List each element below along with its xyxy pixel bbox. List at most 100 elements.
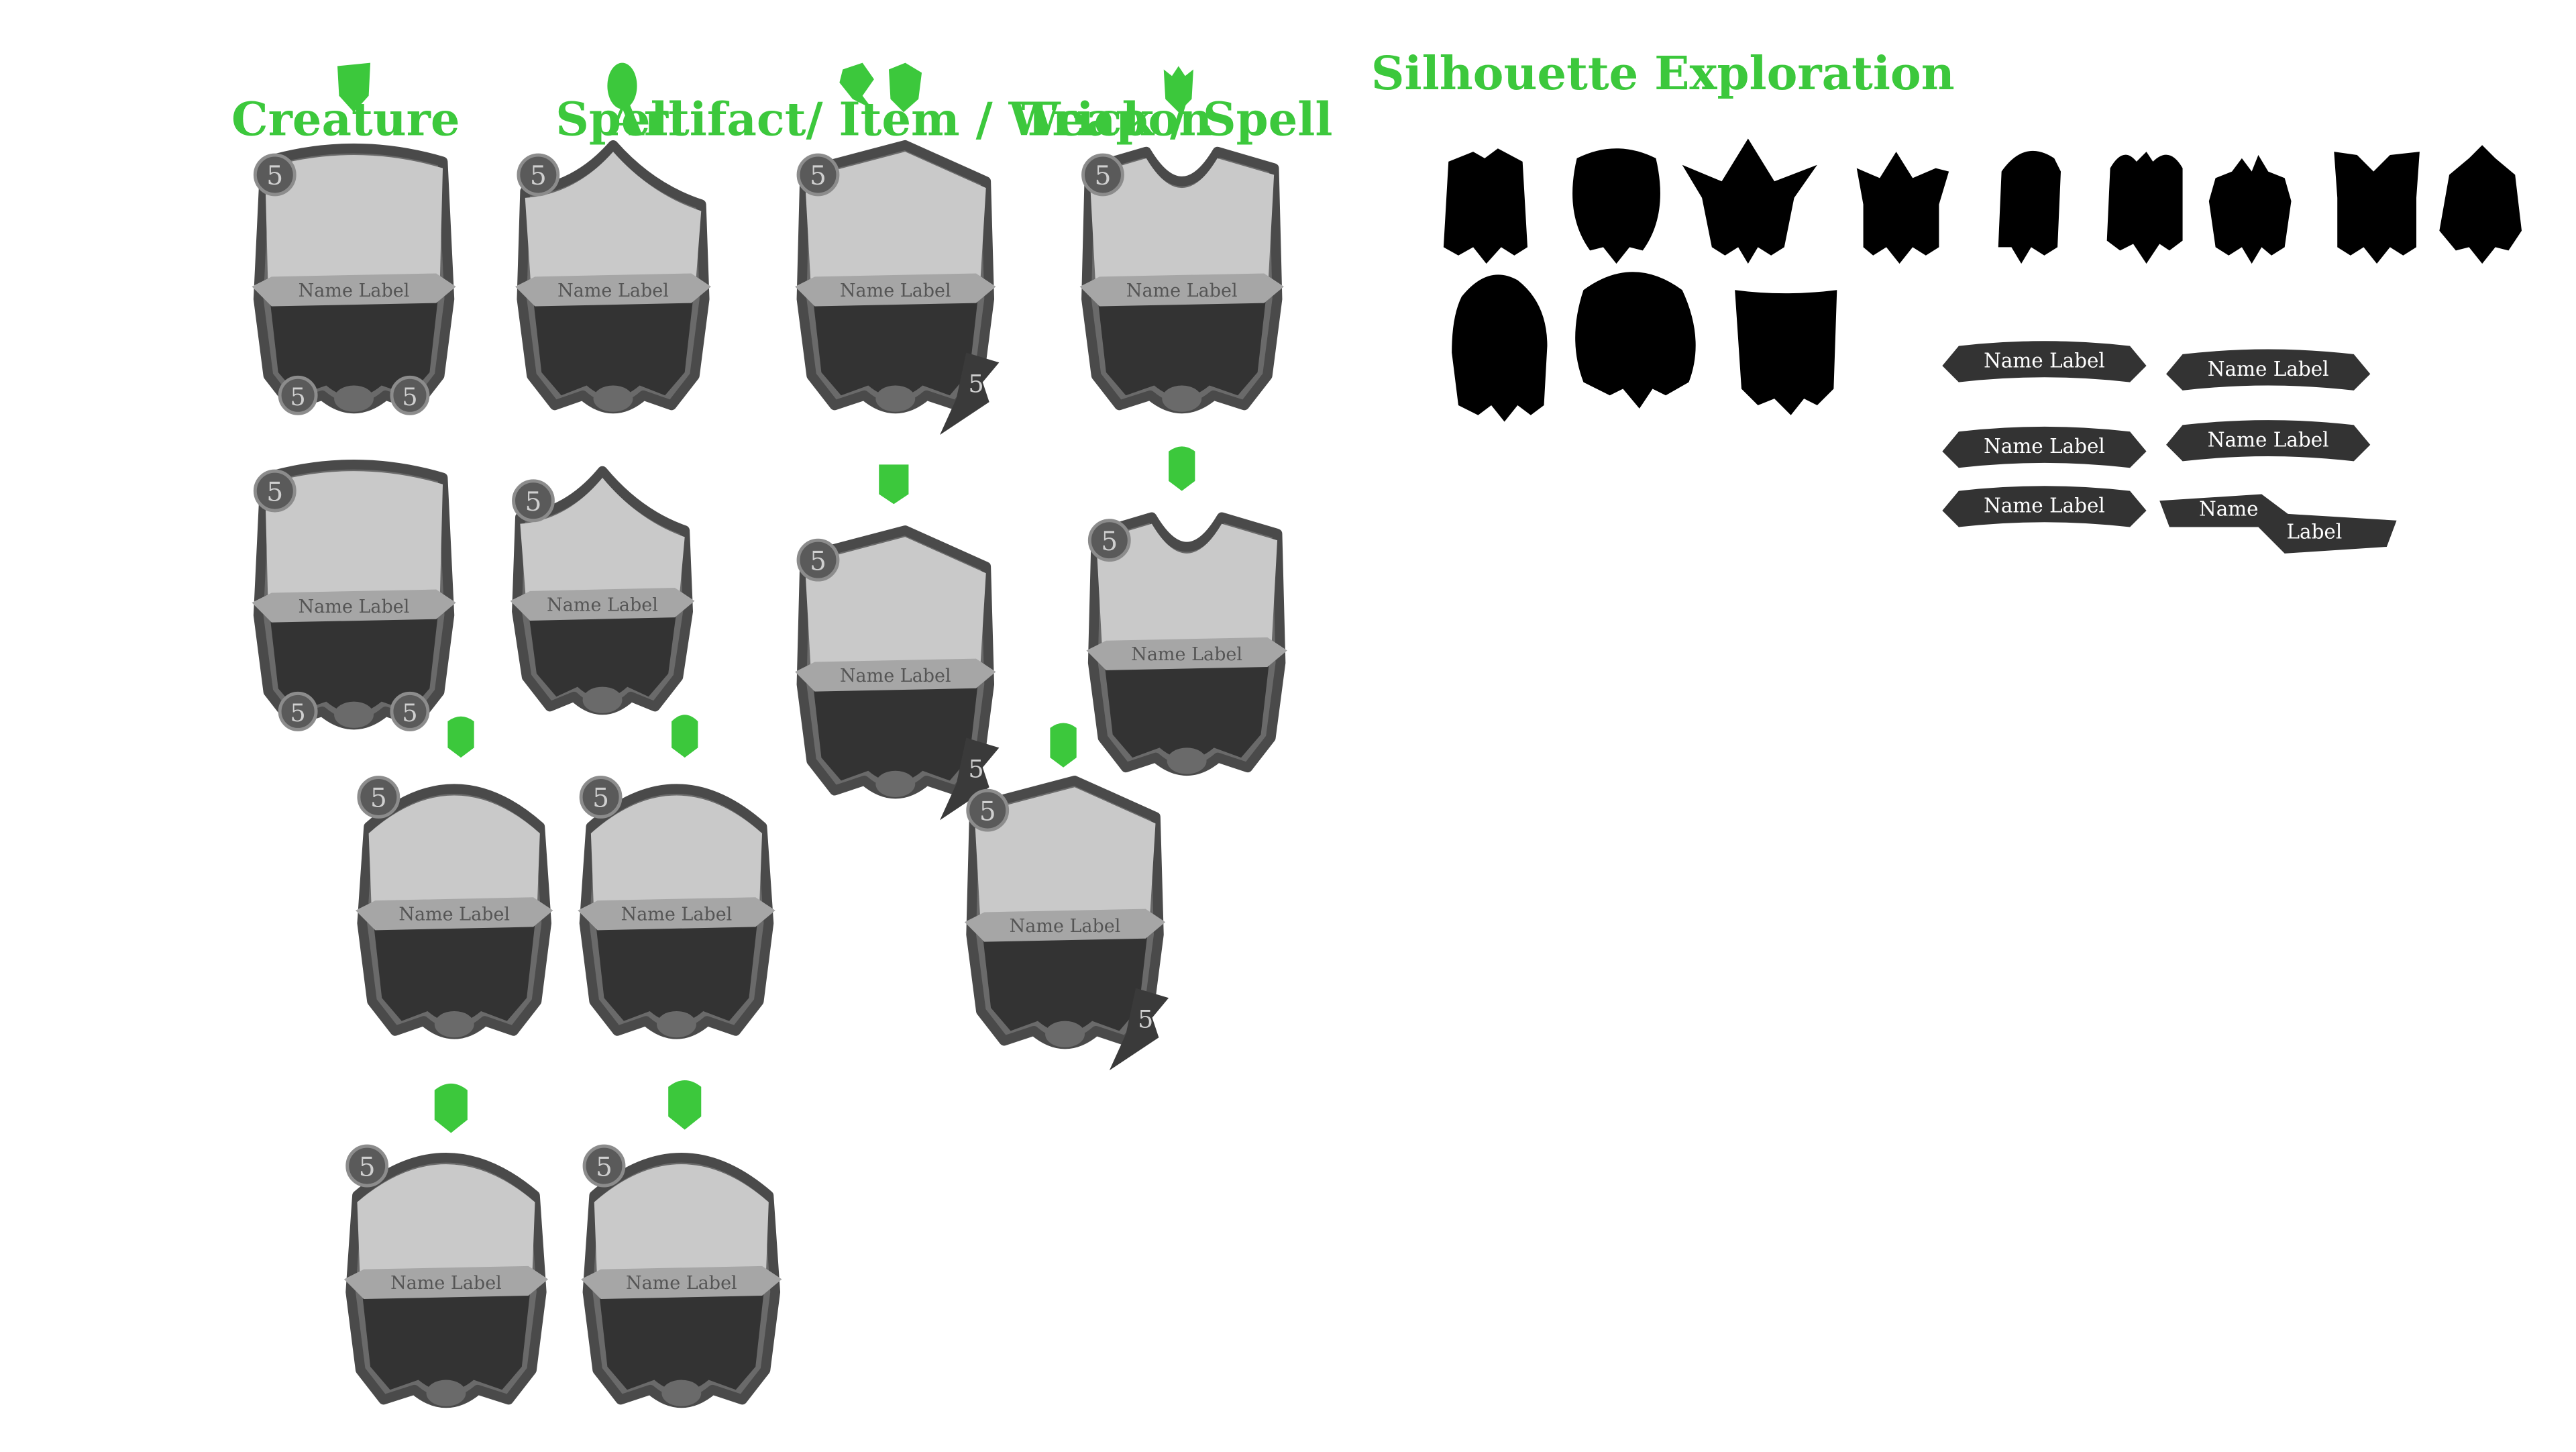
banner-label: Name Label xyxy=(1984,350,2105,372)
card-body xyxy=(597,1278,765,1392)
cost-value: 5 xyxy=(530,161,547,191)
silhouette-10 xyxy=(1452,274,1548,422)
card-bottom-knob xyxy=(1045,1021,1085,1047)
cost-value: 5 xyxy=(810,161,826,191)
name-banner xyxy=(343,1265,549,1299)
card-bottom-knob xyxy=(1167,747,1207,774)
card-bottom-knob xyxy=(426,1380,466,1406)
card-art-area xyxy=(1096,523,1278,662)
category-label-spell: Spell xyxy=(555,93,686,147)
cost-value: 5 xyxy=(266,161,283,191)
cost-value: 5 xyxy=(1094,161,1111,191)
card-body xyxy=(594,909,759,1023)
card-art-area xyxy=(525,152,702,298)
category-trick: Trick / Spell xyxy=(1021,66,1333,147)
banner-variant-1: Name Label xyxy=(1942,341,2147,382)
name-label: Name Label xyxy=(557,280,669,301)
round-shield-icon xyxy=(434,1083,468,1133)
name-label: Name Label xyxy=(299,280,410,301)
silhouette-12 xyxy=(1735,290,1837,415)
card-bottom-knob xyxy=(661,1380,702,1406)
card-bottom-knob xyxy=(875,770,916,797)
category-label-artifact: Artifact/ Item / Weapon xyxy=(608,93,1213,147)
banner-variant-4: Name Label xyxy=(2166,420,2371,462)
round-shield-icon xyxy=(879,464,909,505)
cost-badge: 5 xyxy=(512,479,555,523)
banner-variant-5: Name Label xyxy=(1942,486,2147,527)
svg-text:5: 5 xyxy=(402,698,417,727)
name-banner xyxy=(252,589,456,623)
silhouette-1 xyxy=(1443,148,1528,264)
card-body xyxy=(360,1278,532,1392)
cost-badge: 5 xyxy=(345,1144,389,1188)
creature-shield-icon xyxy=(337,62,371,113)
name-label: Name Label xyxy=(840,666,951,686)
card-art-area xyxy=(590,795,763,922)
card-art-area xyxy=(804,537,986,683)
cost-value: 5 xyxy=(266,477,283,507)
round-shield-icon xyxy=(672,715,698,758)
cost-badge: 5 xyxy=(357,776,400,819)
health-badge: 5 xyxy=(390,375,430,415)
category-creature: Creature xyxy=(231,62,460,147)
name-label: Name Label xyxy=(390,1273,502,1294)
silhouette-6 xyxy=(2106,152,2183,264)
cost-badge: 5 xyxy=(582,1144,626,1188)
card-art-area xyxy=(974,787,1156,933)
card-art-area xyxy=(265,471,443,614)
card-art-area xyxy=(1089,158,1275,298)
card-body xyxy=(531,284,695,397)
banner-label: Name Label xyxy=(2208,428,2329,451)
cost-value: 5 xyxy=(359,1152,376,1182)
name-banner xyxy=(1086,637,1287,670)
card-bottom-knob xyxy=(1162,385,1202,412)
card-art-area xyxy=(520,477,685,611)
name-banner xyxy=(515,273,711,307)
round-shield-icon xyxy=(1050,723,1077,768)
silhouette-11 xyxy=(1575,272,1696,409)
svg-text:5: 5 xyxy=(290,698,305,727)
card-art-area xyxy=(804,152,986,298)
trick-crest-icon xyxy=(1163,66,1193,113)
banner-variant-3: Name Label xyxy=(1942,426,2147,468)
card-bottom-knob xyxy=(434,1010,474,1038)
cost-badge: 5 xyxy=(253,153,297,197)
section-title: Silhouette Exploration xyxy=(1371,46,1955,101)
name-label: Name Label xyxy=(1010,916,1121,937)
attack-badge: 5 xyxy=(278,375,318,415)
card-frame-creature-2: Name Label 5 5 5 xyxy=(252,460,456,731)
card-bottom-knob xyxy=(875,385,916,412)
banner-label: Name Label xyxy=(1984,494,2105,517)
cost-value: 5 xyxy=(979,796,996,827)
silhouette-2 xyxy=(1572,148,1660,264)
category-artifact: Artifact/ Item / Weapon xyxy=(608,62,1213,147)
name-label: Name Label xyxy=(547,594,658,615)
card-body xyxy=(811,284,979,397)
name-banner xyxy=(1079,273,1284,307)
card-body xyxy=(527,599,678,698)
cost-badge: 5 xyxy=(796,538,840,582)
silhouette-9 xyxy=(2439,145,2522,264)
card-body xyxy=(981,920,1149,1033)
card-art-area xyxy=(265,155,443,298)
category-spell: Spell xyxy=(555,62,686,147)
cost-value: 5 xyxy=(592,784,609,814)
cost-value: 5 xyxy=(596,1152,612,1182)
silhouette-7 xyxy=(2208,155,2292,264)
card-body xyxy=(268,601,440,713)
banner-line2: Label xyxy=(2286,521,2342,543)
cost-value: 5 xyxy=(810,546,826,576)
name-label: Name Label xyxy=(398,904,510,925)
name-banner xyxy=(578,897,775,931)
banner-label: Name Label xyxy=(1984,435,2105,458)
category-label-trick: Trick / Spell xyxy=(1021,93,1332,147)
attack-badge: 5 xyxy=(278,691,318,731)
name-label: Name Label xyxy=(299,597,410,617)
card-bottom-knob xyxy=(657,1010,696,1038)
durability-badge: 5 xyxy=(940,352,1000,435)
